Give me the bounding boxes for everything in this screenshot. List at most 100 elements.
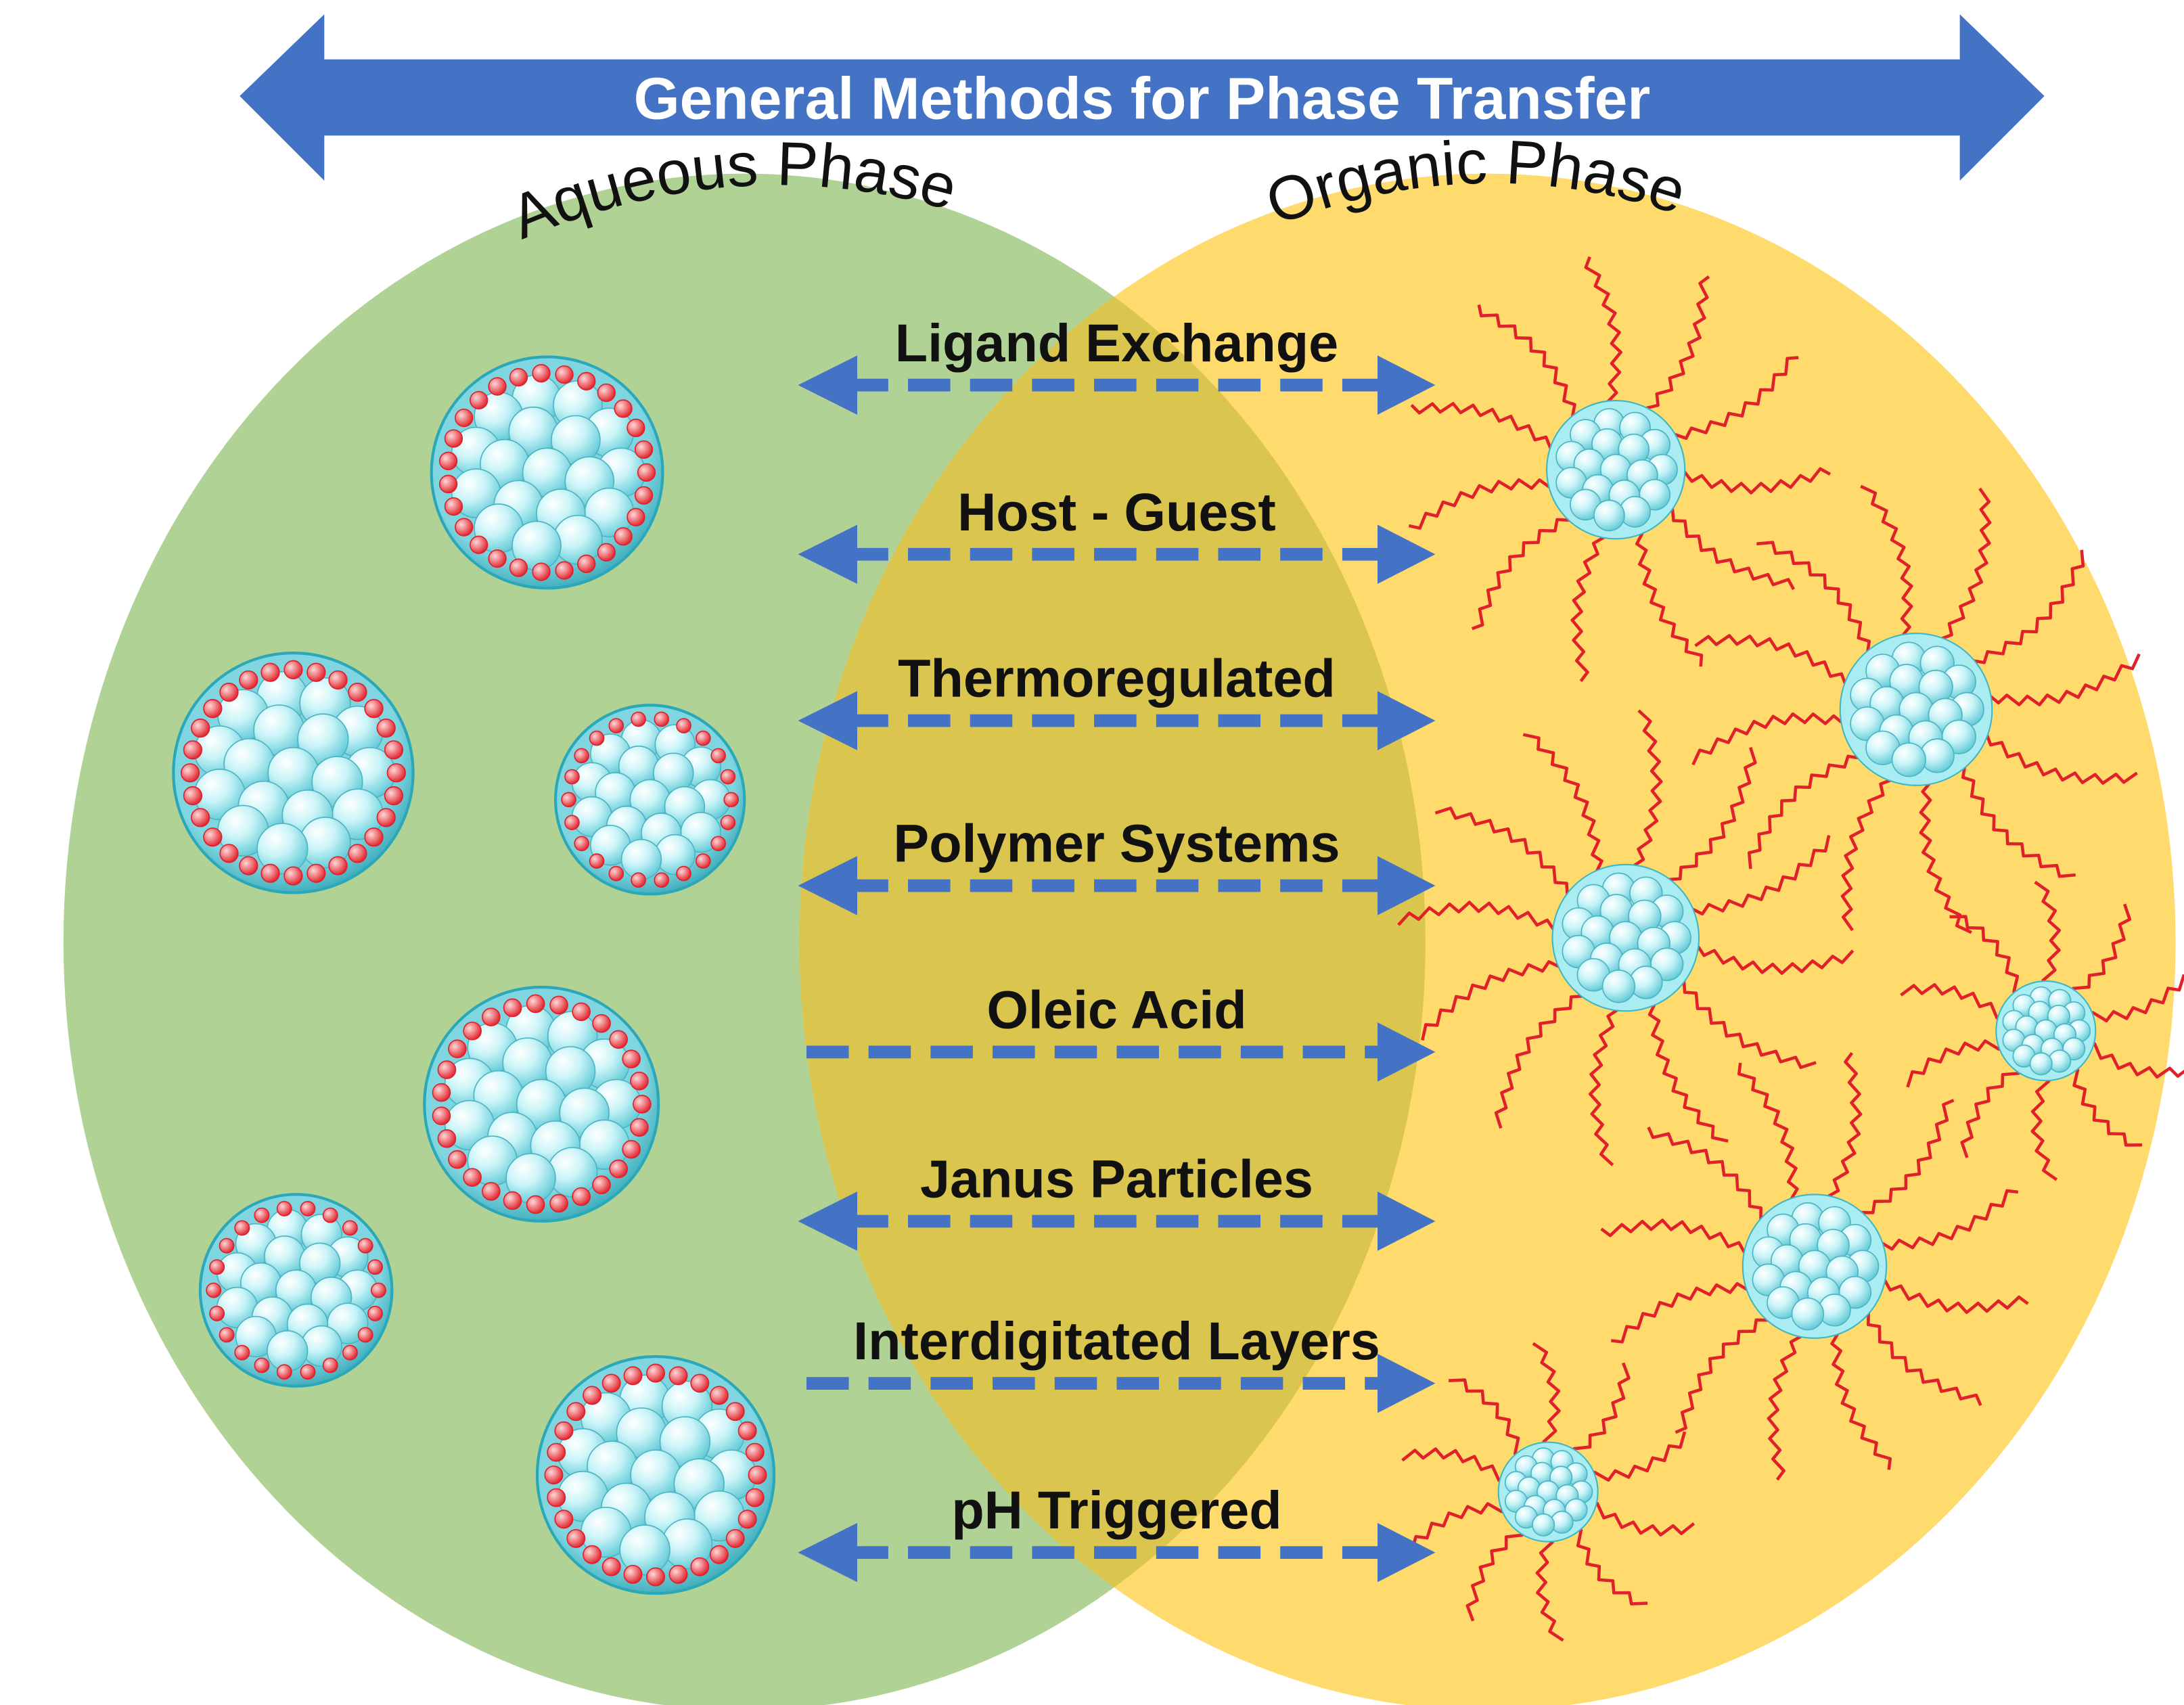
surface-ligand-dot bbox=[627, 507, 645, 526]
surface-ligand-dot bbox=[432, 1106, 451, 1126]
surface-ligand-dot bbox=[532, 562, 551, 581]
surface-ligand-dot bbox=[239, 670, 258, 690]
alkyl-chain-ligand bbox=[1960, 1064, 2025, 1158]
alkyl-chain-ligand bbox=[1830, 1320, 1892, 1470]
surface-ligand-dot bbox=[646, 1567, 665, 1587]
surface-ligand-dot bbox=[668, 1564, 688, 1584]
surface-ligand-dot bbox=[470, 535, 488, 554]
alkyl-chain-ligand bbox=[1900, 983, 2007, 1022]
surface-ligand-dot bbox=[526, 994, 545, 1014]
arrow-head-right bbox=[1377, 691, 1436, 750]
surface-ligand-dot bbox=[554, 1509, 574, 1529]
surface-ligand-dot bbox=[181, 763, 200, 783]
surface-ligand-dot bbox=[437, 1060, 457, 1079]
surface-ligand-dot bbox=[564, 815, 580, 830]
alkyl-chain-ligand bbox=[1672, 467, 1832, 495]
surface-ligand-dot bbox=[219, 844, 239, 863]
surface-ligand-dot bbox=[597, 383, 616, 403]
surface-ligand-dot bbox=[748, 1465, 767, 1485]
arrow-head-left bbox=[798, 1522, 858, 1583]
alkyl-chain-ligand bbox=[1629, 709, 1663, 879]
surface-ligand-dot bbox=[574, 748, 589, 764]
surface-ligand-dot bbox=[463, 1021, 482, 1041]
surface-ligand-dot bbox=[206, 1282, 222, 1298]
surface-ligand-dot bbox=[630, 1118, 649, 1137]
alkyl-chain-ligand bbox=[1662, 499, 1796, 591]
alkyl-chain-ligand bbox=[1767, 1324, 1808, 1481]
surface-ligand-dot bbox=[283, 660, 303, 680]
alkyl-chain-ligand bbox=[1401, 1447, 1509, 1484]
surface-ligand-dot bbox=[234, 1344, 250, 1361]
surface-ligand-dot bbox=[737, 1421, 757, 1440]
surface-ligand-dot bbox=[448, 1150, 467, 1169]
surface-ligand-dot bbox=[219, 1327, 235, 1343]
method-label: Ligand Exchange bbox=[895, 313, 1339, 373]
surface-ligand-dot bbox=[574, 836, 589, 852]
alkyl-chain-ligand bbox=[1960, 549, 2085, 668]
surface-ligand-dot bbox=[384, 740, 404, 760]
alkyl-chain-ligand bbox=[1647, 991, 1729, 1143]
method-row: Interdigitated Layers bbox=[806, 1311, 1436, 1413]
surface-ligand-dot bbox=[720, 815, 736, 830]
alkyl-chain-ligand bbox=[1756, 541, 1875, 665]
surface-ligand-dot bbox=[601, 1373, 621, 1393]
surface-ligand-dot bbox=[555, 561, 574, 580]
alkyl-chain-ligand bbox=[1919, 769, 1972, 934]
alkyl-chain-ligand bbox=[1408, 478, 1563, 530]
method-label: Interdigitated Layers bbox=[853, 1311, 1380, 1371]
surface-ligand-dot bbox=[710, 836, 727, 852]
surface-ligand-dot bbox=[623, 1564, 643, 1584]
arrow-head-left bbox=[798, 856, 858, 915]
surface-ligand-dot bbox=[622, 1049, 641, 1069]
surface-ligand-dot bbox=[191, 719, 210, 738]
surface-ligand-dot bbox=[633, 1095, 652, 1114]
hydrophobic-nanoparticle bbox=[1600, 1051, 2029, 1481]
surface-ligand-dot bbox=[627, 418, 645, 438]
alkyl-chain-ligand bbox=[1584, 256, 1622, 415]
surface-ligand-dot bbox=[276, 1200, 292, 1217]
surface-ligand-dot bbox=[203, 827, 223, 847]
surface-ligand-dot bbox=[623, 1366, 643, 1386]
surface-ligand-dot bbox=[709, 1386, 729, 1405]
method-row: pH Triggered bbox=[798, 1480, 1436, 1583]
surface-ligand-dot bbox=[342, 1220, 358, 1236]
alkyl-chain-ligand bbox=[1532, 1342, 1561, 1452]
organic-nanoparticles bbox=[1397, 256, 2184, 1642]
surface-ligand-dot bbox=[183, 740, 203, 760]
surface-ligand-dot bbox=[725, 1402, 745, 1422]
alkyl-chain-ligand bbox=[1850, 1099, 1955, 1222]
hydrophilic-nanoparticle bbox=[553, 704, 746, 896]
alkyl-chain-ligand bbox=[1840, 768, 1900, 932]
surface-ligand-dot bbox=[209, 1305, 225, 1321]
surface-ligand-dot bbox=[254, 1357, 270, 1373]
surface-ligand-dot bbox=[609, 1030, 628, 1049]
surface-ligand-dot bbox=[438, 451, 458, 470]
surface-ligand-dot bbox=[696, 730, 711, 746]
surface-ligand-dot bbox=[577, 554, 596, 573]
alkyl-chain-ligand bbox=[2083, 974, 2184, 1023]
surface-ligand-dot bbox=[191, 808, 210, 827]
surface-ligand-dot bbox=[260, 662, 280, 682]
banner-arrow: General Methods for Phase Transfer bbox=[240, 14, 2045, 181]
alkyl-chain-ligand bbox=[1570, 525, 1610, 683]
surface-ligand-dot bbox=[614, 399, 633, 418]
core-sphere bbox=[2029, 1052, 2053, 1076]
hydrophobic-nanoparticle bbox=[1408, 256, 1832, 683]
surface-ligand-dot bbox=[357, 1327, 373, 1343]
core-sphere bbox=[1593, 499, 1625, 532]
surface-ligand-dot bbox=[577, 371, 596, 391]
surface-ligand-dot bbox=[482, 1007, 501, 1026]
surface-ligand-dot bbox=[300, 1200, 316, 1217]
alkyl-chain-ligand bbox=[1868, 1189, 2019, 1251]
hydrophobic-nanoparticle bbox=[1397, 709, 1855, 1166]
surface-ligand-dot bbox=[631, 711, 646, 727]
alkyl-chain-ligand bbox=[1410, 1502, 1511, 1553]
alkyl-chain-ligand bbox=[1535, 1532, 1564, 1642]
surface-ligand-dot bbox=[367, 1305, 384, 1321]
alkyl-chain-ligand bbox=[1588, 997, 1623, 1166]
alkyl-chain-ligand bbox=[1477, 304, 1580, 428]
surface-ligand-dot bbox=[634, 440, 654, 459]
alkyl-chain-ligand bbox=[1465, 1525, 1528, 1622]
core-sphere bbox=[619, 1524, 670, 1576]
